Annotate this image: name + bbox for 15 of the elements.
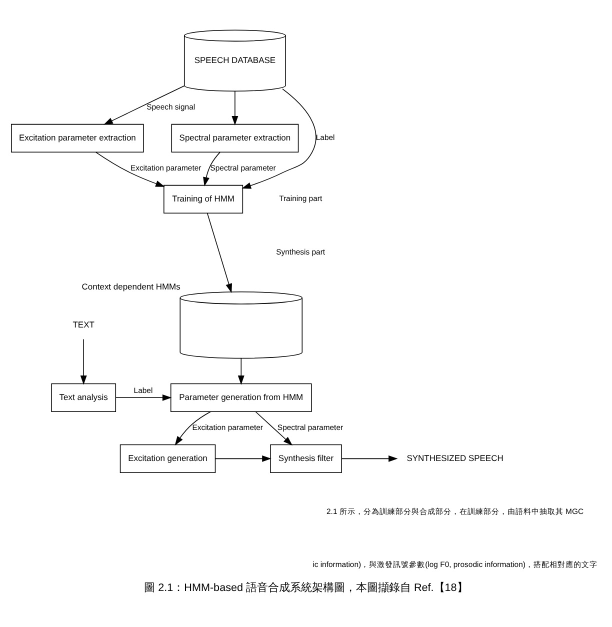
node-text: SYNTHESIZED SPEECH bbox=[406, 452, 504, 463]
node-text: TEXT bbox=[72, 319, 94, 330]
node-label: Context dependent HMMs bbox=[82, 281, 180, 292]
label: Synthesis part bbox=[276, 247, 326, 256]
label: ic information)，與激發訊號參數(log F0, prosodic information)，搭配相對應的文字 bbox=[312, 560, 598, 570]
edge-label: Label bbox=[316, 133, 335, 142]
edge-label: Spectral parameter bbox=[210, 164, 276, 173]
label: Training part bbox=[279, 194, 322, 204]
edge-label: Label bbox=[134, 386, 153, 396]
edge-label: Spectral parameter bbox=[277, 423, 344, 432]
label: 2.1 所示，分為訓練部分與合成部分，在訓練部分，由語料中抽取其 MGC bbox=[326, 506, 584, 516]
edge-label: Excitation parameter bbox=[130, 164, 202, 173]
edge-label: Excitation parameter bbox=[192, 423, 264, 432]
edge-label: Speech signal bbox=[146, 102, 196, 112]
caption: 圖 2.1：HMM-based 語音合成系統架構圖，本圖擷錄自 Ref.【18】 bbox=[144, 582, 468, 594]
